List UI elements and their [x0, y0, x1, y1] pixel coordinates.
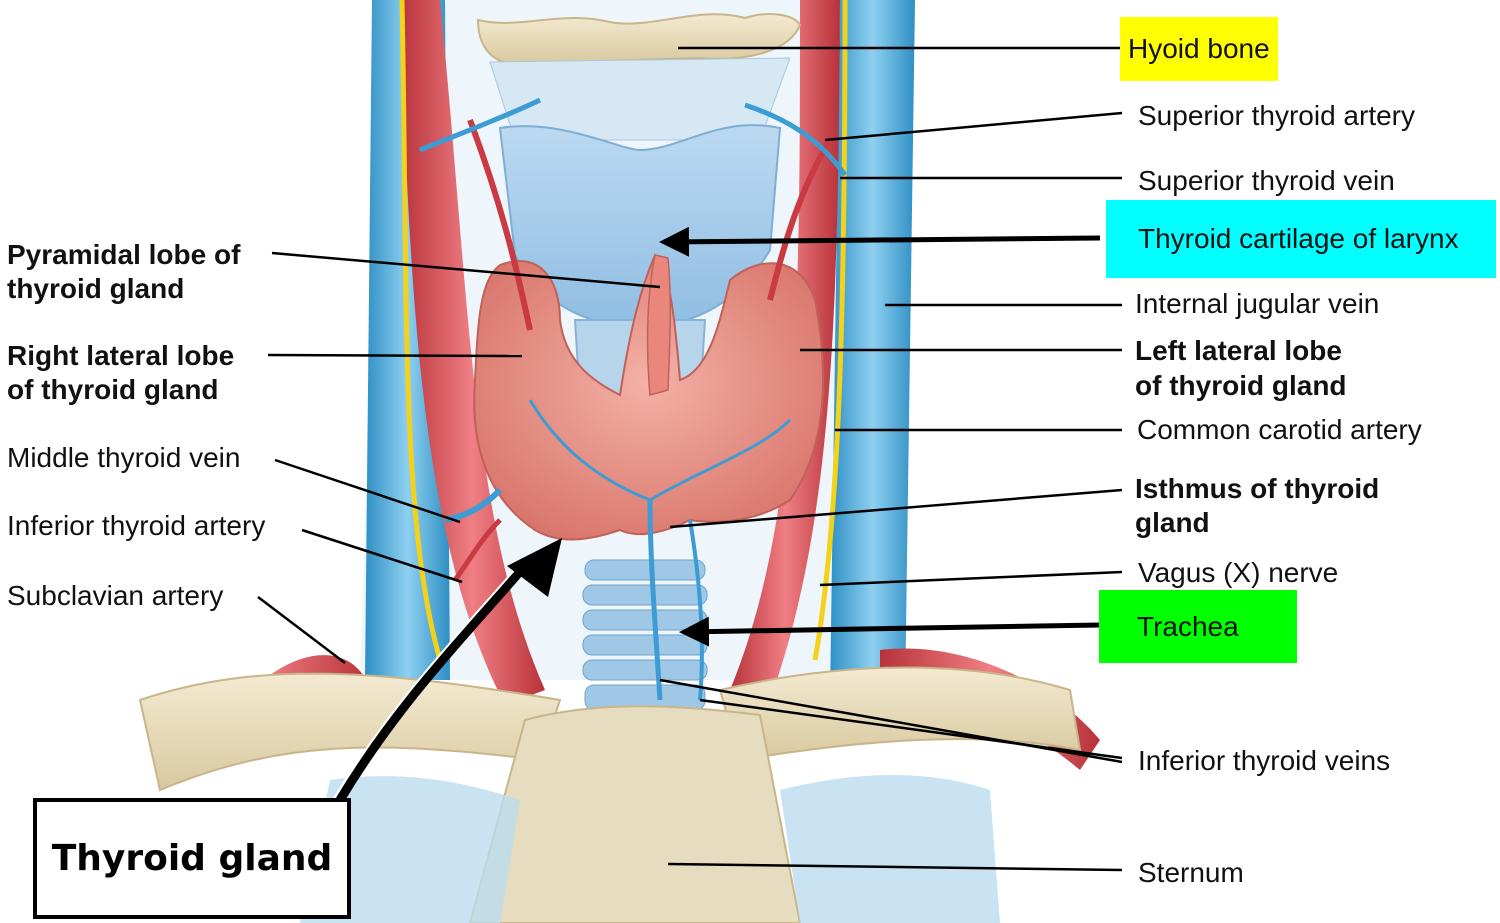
- label-inferior-thyroid-artery: Inferior thyroid artery: [7, 510, 266, 541]
- thyroid-gland-arrowhead: [507, 538, 562, 597]
- right-common-carotid-artery: [400, 0, 545, 705]
- label-thyroid-cartilage-text: Thyroid cartilage of larynx: [1138, 223, 1459, 254]
- label-pyramidal-lobe-1: Pyramidal lobe of: [7, 239, 241, 270]
- right-superior-thyroid-artery: [467, 118, 533, 331]
- trachea-rings: [582, 559, 708, 711]
- thyroid-gland: [473, 253, 824, 541]
- thyroid-gland-callout: Thyroid gland: [33, 798, 351, 919]
- thyroid-cartilage: [498, 124, 782, 330]
- inferior-thyroid-artery: [452, 518, 502, 582]
- inferior-thyroid-vein-1: [647, 499, 663, 701]
- label-superior-thyroid-vein: Superior thyroid vein: [1138, 165, 1395, 196]
- right-vagus-nerve: [399, 0, 443, 661]
- label-inferior-thyroid-veins: Inferior thyroid veins: [1138, 745, 1391, 776]
- left-clavicle: [718, 666, 1082, 762]
- left-superior-thyroid-artery: [767, 138, 833, 301]
- thyroid-gland-arrow: [336, 557, 534, 803]
- label-left-lateral-lobe-2: of thyroid gland: [1135, 370, 1347, 401]
- left-superior-thyroid-vein: [744, 102, 848, 177]
- left-first-rib: [780, 775, 1000, 923]
- thyroid-gland-callout-text: Thyroid gland: [51, 838, 333, 879]
- left-vagus-nerve: [812, 0, 848, 661]
- label-isthmus-2: gland: [1135, 507, 1210, 538]
- right-first-rib: [300, 776, 520, 923]
- label-middle-thyroid-vein: Middle thyroid vein: [7, 442, 241, 473]
- label-vagus-nerve: Vagus (X) nerve: [1138, 557, 1339, 588]
- label-thyroid-cartilage: Thyroid cartilage of larynx: [1106, 200, 1496, 278]
- label-hyoid-bone: Hyoid bone: [1120, 17, 1278, 81]
- label-common-carotid-artery: Common carotid artery: [1137, 414, 1422, 445]
- label-right-lateral-lobe-1: Right lateral lobe: [7, 340, 235, 371]
- label-internal-jugular-vein: Internal jugular vein: [1135, 288, 1380, 319]
- pyramidal-lobe: [646, 254, 672, 396]
- label-left-lateral-lobe-1: Left lateral lobe: [1135, 335, 1342, 366]
- gland-surface-veins: [528, 399, 792, 502]
- right-superior-thyroid-vein: [419, 97, 542, 153]
- label-superior-thyroid-artery: Superior thyroid artery: [1138, 100, 1416, 131]
- label-trachea-text: Trachea: [1137, 610, 1239, 642]
- label-pyramidal-lobe-2: thyroid gland: [7, 273, 185, 304]
- leader-lines: [257, 46, 1123, 872]
- label-hyoid-bone-text: Hyoid bone: [1128, 33, 1270, 64]
- label-isthmus-1: Isthmus of thyroid: [1135, 473, 1380, 504]
- pointer-arrows: [659, 226, 1101, 647]
- label-subclavian-artery: Subclavian artery: [7, 580, 224, 611]
- label-trachea: Trachea: [1099, 590, 1297, 663]
- label-right-lateral-lobe-2: of thyroid gland: [7, 374, 219, 405]
- label-sternum: Sternum: [1138, 857, 1244, 888]
- sternum: [468, 705, 802, 923]
- inferior-thyroid-vein-2: [688, 519, 704, 701]
